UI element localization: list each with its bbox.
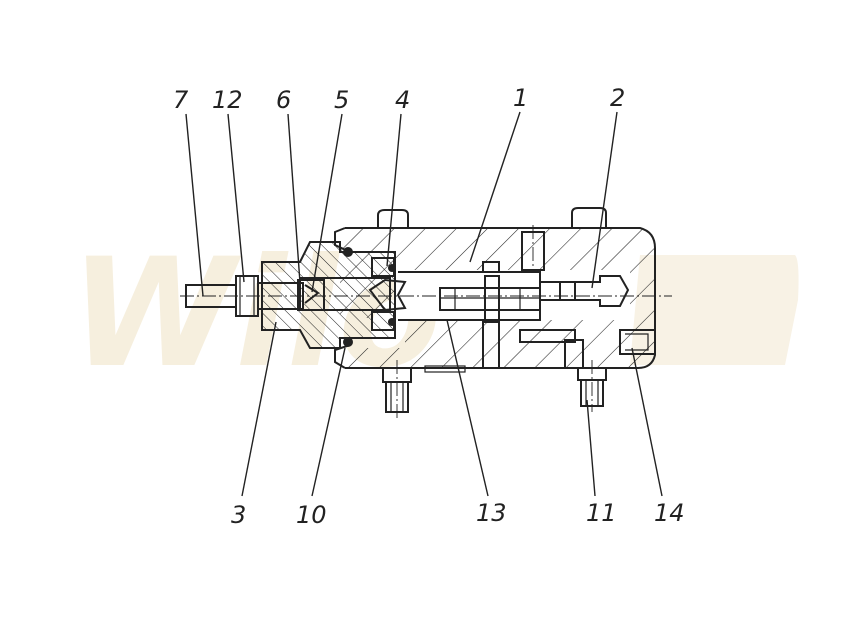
mounting-screws xyxy=(382,365,607,413)
callout-12: 12 xyxy=(212,86,243,114)
callout-10: 10 xyxy=(296,501,327,529)
main-bore xyxy=(395,270,630,321)
callout-1: 1 xyxy=(513,84,528,112)
callout-5: 5 xyxy=(334,86,349,114)
callout-13: 13 xyxy=(476,499,507,527)
callout-2: 2 xyxy=(610,84,625,112)
callout-7: 7 xyxy=(173,86,189,114)
callout-11: 11 xyxy=(586,499,617,527)
side-plug xyxy=(619,329,656,355)
watermark-shape xyxy=(630,255,799,365)
vertical-ports xyxy=(482,231,584,369)
callout-labels: 7 12 6 5 4 1 2 3 10 13 11 14 xyxy=(173,84,685,529)
callout-4: 4 xyxy=(395,86,410,114)
callout-14: 14 xyxy=(654,499,685,527)
callout-6: 6 xyxy=(276,86,291,114)
leader-lines xyxy=(185,111,663,497)
callout-3: 3 xyxy=(231,501,246,529)
seal-rings xyxy=(297,247,407,347)
cap-nut xyxy=(261,241,396,349)
